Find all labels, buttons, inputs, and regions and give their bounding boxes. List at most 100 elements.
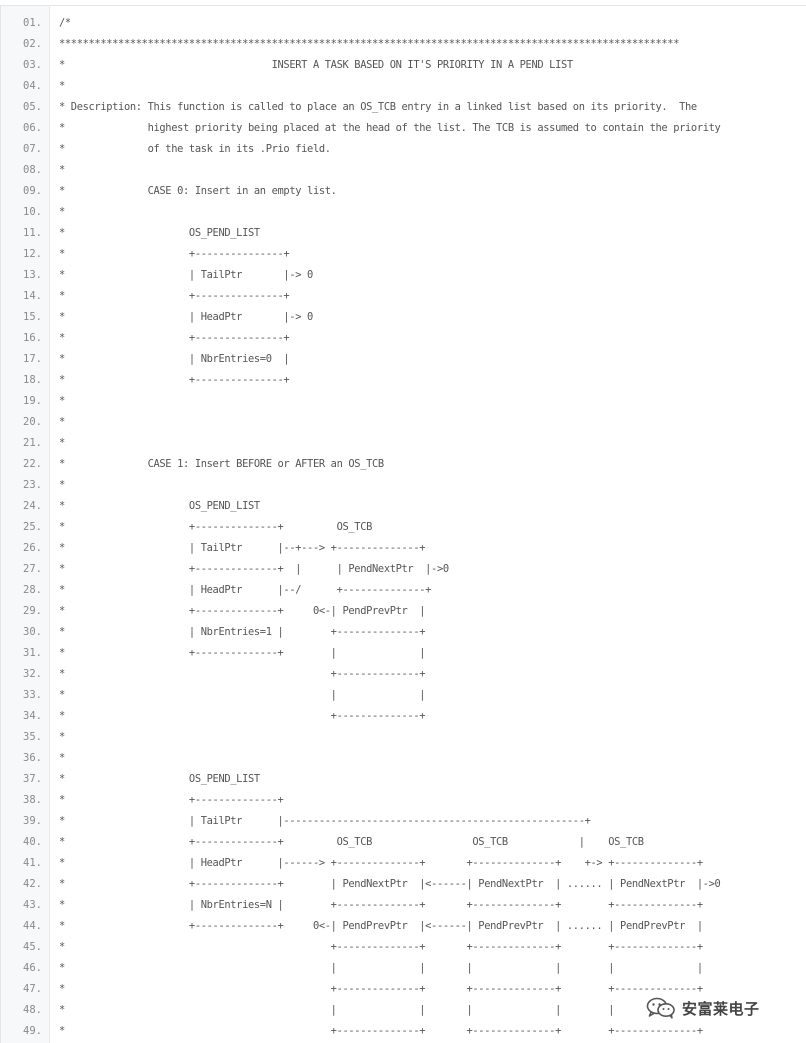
line-number: 43. xyxy=(23,899,42,911)
line-number: 03. xyxy=(23,59,42,71)
line-number: 38. xyxy=(23,794,42,806)
line-number: 24. xyxy=(23,500,42,512)
line-text: * | HeadPtr |------> +--------------+ +-… xyxy=(59,857,703,869)
line-text: * | | | | | | xyxy=(59,962,703,974)
line-text: * +--------------+ | PendNextPtr |<-----… xyxy=(59,878,721,890)
line-text: * xyxy=(59,731,65,743)
code-line: 41. * | HeadPtr |------> +--------------+… xyxy=(1,853,806,874)
code-line: 48. * | | | | | | xyxy=(1,1000,806,1021)
line-number: 02. xyxy=(23,38,42,50)
code-line: 22.* CASE 1: Insert BEFORE or AFTER an O… xyxy=(1,454,806,475)
line-text: * +--------------+ | | xyxy=(59,647,426,659)
line-text: * xyxy=(59,437,65,449)
line-number: 09. xyxy=(23,185,42,197)
line-text: * | NbrEntries=N | +--------------+ +---… xyxy=(59,899,703,911)
code-line: 33.* | | xyxy=(1,685,806,706)
line-number: 34. xyxy=(23,710,42,722)
code-line: 20.* xyxy=(1,412,806,433)
line-text: * +---------------+ xyxy=(59,332,290,344)
line-number: 01. xyxy=(23,17,42,29)
code-line: 31.* +--------------+ | | xyxy=(1,643,806,664)
line-number: 42. xyxy=(23,878,42,890)
line-text: * | TailPtr |--+---> +--------------+ xyxy=(59,542,426,554)
line-text: * +--------------+ OS_TCB xyxy=(59,521,373,533)
line-number: 05. xyxy=(23,101,42,113)
line-text: * xyxy=(59,416,65,428)
code-line: 43. * | NbrEntries=N | +--------------+ +… xyxy=(1,895,806,916)
line-text: * +--------------+ 0<-| PendPrevPtr |<--… xyxy=(59,920,703,932)
code-line: 42. * +--------------+ | PendNextPtr |<--… xyxy=(1,874,806,895)
line-text: * +---------------+ xyxy=(59,248,290,260)
line-text: /* xyxy=(59,17,71,29)
line-number: 11. xyxy=(23,227,42,239)
line-text: * | TailPtr |---------------------------… xyxy=(59,815,591,827)
line-text: * +---------------+ xyxy=(59,290,290,302)
code-line: 15.* | HeadPtr |-> 0 xyxy=(1,307,806,328)
code-lines: 01./*02.********************************… xyxy=(1,13,806,1042)
line-text: * OS_PEND_LIST xyxy=(59,773,260,785)
line-number: 25. xyxy=(23,521,42,533)
line-number: 18. xyxy=(23,374,42,386)
line-number: 46. xyxy=(23,962,42,974)
line-number: 28. xyxy=(23,584,42,596)
code-line: 27. * +--------------+ | | PendNextPtr |-… xyxy=(1,559,806,580)
line-number: 35. xyxy=(23,731,42,743)
line-text: * | HeadPtr |--/ +--------------+ xyxy=(59,584,432,596)
line-number: 44. xyxy=(23,920,42,932)
line-text: * INSERT A TASK BASED ON IT'S PRIORITY I… xyxy=(59,59,573,71)
line-text: * xyxy=(59,164,65,176)
line-text: * | NbrEntries=0 | xyxy=(59,353,290,365)
code-line: 30.* | NbrEntries=1 | +--------------+ xyxy=(1,622,806,643)
code-line: 16.* +---------------+ xyxy=(1,328,806,349)
line-number-gutter xyxy=(1,6,50,1043)
watermark-text: 安富莱电子 xyxy=(682,999,760,1018)
line-number: 33. xyxy=(23,689,42,701)
line-text: * CASE 0: Insert in an empty list. xyxy=(59,185,337,197)
line-number: 07. xyxy=(23,143,42,155)
wechat-icon xyxy=(646,997,675,1019)
code-line: 07. * of the task in its .Prio field. xyxy=(1,139,806,160)
code-line: 09. * CASE 0: Insert in an empty list. xyxy=(1,181,806,202)
line-text: ****************************************… xyxy=(59,38,680,50)
line-text: * of the task in its .Prio field. xyxy=(59,143,331,155)
line-text: * xyxy=(59,752,65,764)
line-number: 32. xyxy=(23,668,42,680)
line-text: * | | | | | | xyxy=(59,1004,703,1016)
line-text: * +--------------+ xyxy=(59,794,284,806)
line-text: * xyxy=(59,395,65,407)
line-text: * +--------------+ xyxy=(59,710,426,722)
line-number: 14. xyxy=(23,290,42,302)
line-number: 40. xyxy=(23,836,42,848)
line-number: 12. xyxy=(23,248,42,260)
line-number: 30. xyxy=(23,626,42,638)
line-text: * CASE 1: Insert BEFORE or AFTER an OS_T… xyxy=(59,458,384,470)
line-text: * +--------------+ +--------------+ +---… xyxy=(59,1025,703,1037)
code-line: 18. * +---------------+ xyxy=(1,370,806,391)
line-text: * Description: This function is called t… xyxy=(59,101,697,113)
line-text: * xyxy=(59,479,65,491)
line-number: 39. xyxy=(23,815,42,827)
code-line: 34. * +--------------+ xyxy=(1,706,806,727)
code-line: 26.* | TailPtr |--+---> +--------------+ xyxy=(1,538,806,559)
line-number: 48. xyxy=(23,1004,42,1016)
code-line: 11.* OS_PEND_LIST xyxy=(1,223,806,244)
line-number: 36. xyxy=(23,752,42,764)
code-line: 46. * | | | | | | xyxy=(1,958,806,979)
code-line: 28. * | HeadPtr |--/ +--------------+ xyxy=(1,580,806,601)
code-line: 25. * +--------------+ OS_TCB xyxy=(1,517,806,538)
line-number: 08. xyxy=(23,164,42,176)
line-number: 27. xyxy=(23,563,42,575)
line-number: 23. xyxy=(23,479,42,491)
code-line: 36. * xyxy=(1,748,806,769)
line-number: 41. xyxy=(23,857,42,869)
line-text: * | TailPtr |-> 0 xyxy=(59,269,313,281)
line-number: 21. xyxy=(23,437,42,449)
line-text: * +--------------+ | | PendNextPtr |->0 xyxy=(59,563,449,575)
code-line: 21. * xyxy=(1,433,806,454)
line-number: 06. xyxy=(23,122,42,134)
line-text: * +---------------+ xyxy=(59,374,290,386)
code-line: 23. * xyxy=(1,475,806,496)
code-line: 38. * +--------------+ xyxy=(1,790,806,811)
code-line: 19.* xyxy=(1,391,806,412)
line-number: 49. xyxy=(23,1025,42,1037)
